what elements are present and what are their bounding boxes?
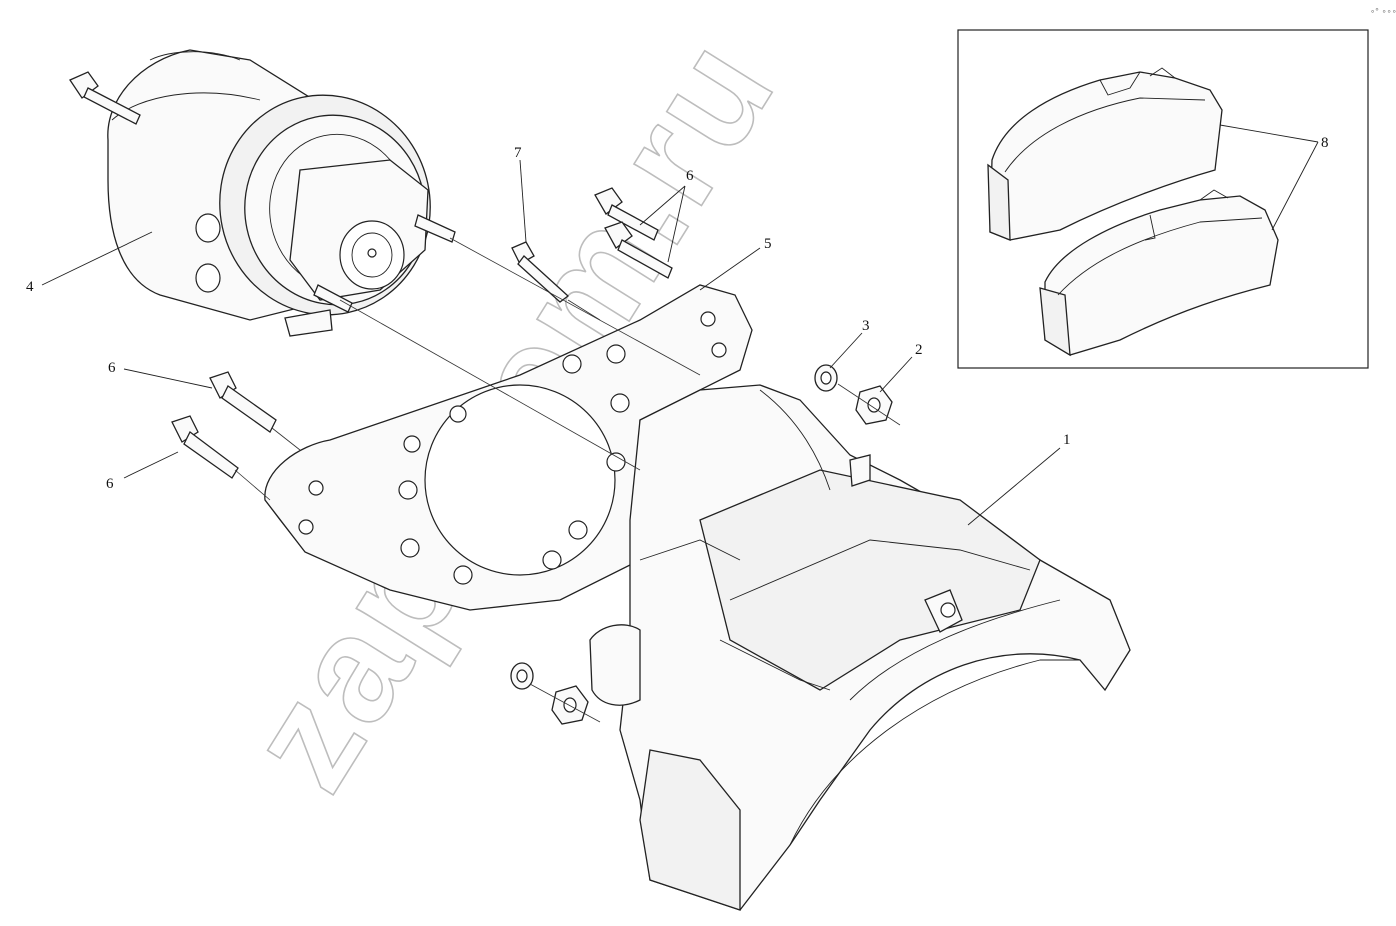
leader-8 xyxy=(1219,124,1319,231)
leader-1 xyxy=(967,447,1061,526)
brake-pads-inset xyxy=(957,29,1369,369)
callout-5: 5 xyxy=(764,236,772,252)
leader-7 xyxy=(519,159,527,243)
callout-4: 4 xyxy=(26,279,34,295)
callout-6-upper: 6 xyxy=(686,168,694,184)
brake-pad-upper xyxy=(987,67,1223,241)
callout-6-mid: 6 xyxy=(108,360,116,376)
nut-lower xyxy=(551,685,589,725)
leader-6-low xyxy=(123,451,179,479)
bolt-upper-pair xyxy=(594,187,673,279)
callout-3: 3 xyxy=(862,318,870,334)
callout-1: 1 xyxy=(1063,432,1071,448)
leader-6-upper xyxy=(639,185,686,263)
callout-2: 2 xyxy=(915,342,923,358)
corner-mark: ∘° ∘∘∘ xyxy=(1370,7,1396,16)
washer-3 xyxy=(814,364,838,392)
nut-2 xyxy=(855,385,893,425)
washer-lower xyxy=(510,662,534,690)
callout-7: 7 xyxy=(514,145,522,161)
bolt-7 xyxy=(511,241,570,303)
leader-2 xyxy=(879,356,913,393)
brake-chamber xyxy=(69,49,456,337)
callout-6-low: 6 xyxy=(106,476,114,492)
bolt-low-left xyxy=(171,415,239,479)
brake-caliper xyxy=(589,384,1131,911)
leader-4 xyxy=(41,231,153,286)
callout-8: 8 xyxy=(1321,135,1329,151)
leader-6-mid xyxy=(123,368,213,389)
leader-5 xyxy=(699,247,761,291)
bolt-mid-left xyxy=(209,371,277,433)
leader-3 xyxy=(829,332,863,369)
brake-pad-lower xyxy=(1039,189,1279,357)
